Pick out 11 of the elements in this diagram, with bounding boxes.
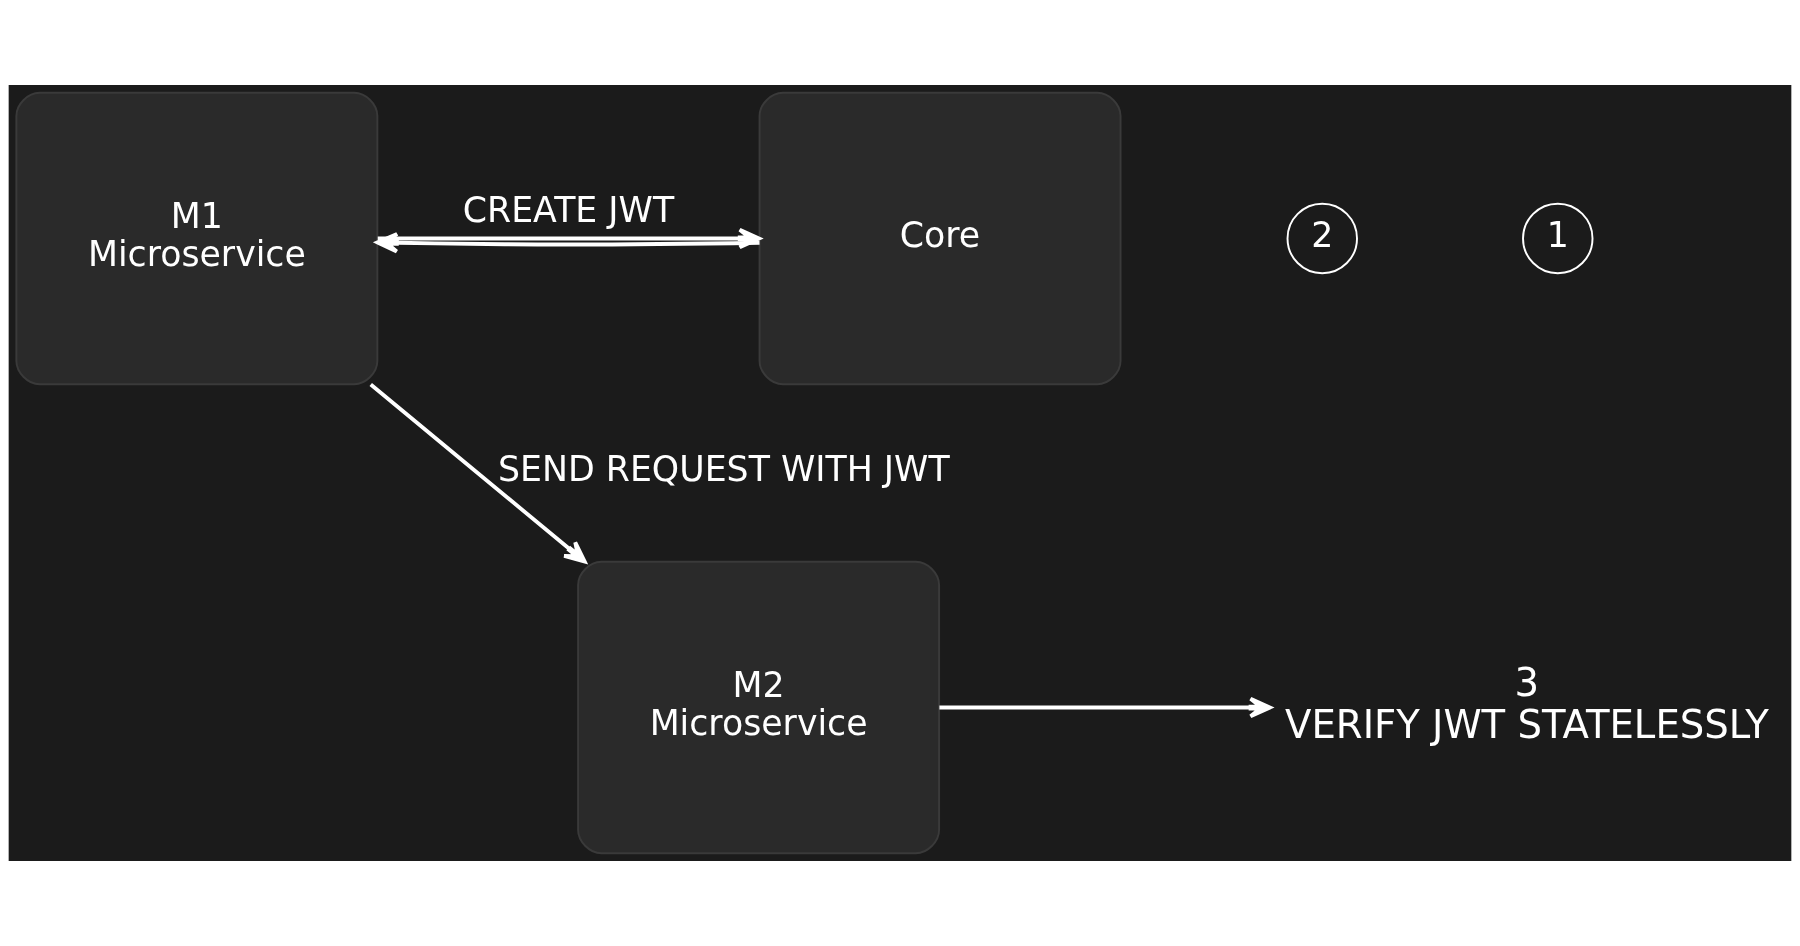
label: 1 (1546, 214, 1569, 255)
node-text: 3 VERIFY JWT STATELESSLY (1285, 659, 1769, 748)
node-box: Core (758, 91, 1122, 386)
edge-label: SEND REQUEST WITH JWT (498, 449, 950, 490)
arrow (369, 382, 587, 564)
arrow (375, 232, 760, 254)
node-box: M2 Microservice (577, 560, 941, 855)
arrow (939, 696, 1272, 719)
label: 2 (1311, 214, 1334, 255)
node-box: M1 Microservice (15, 91, 379, 386)
edge-label: CREATE JWT (462, 189, 675, 230)
